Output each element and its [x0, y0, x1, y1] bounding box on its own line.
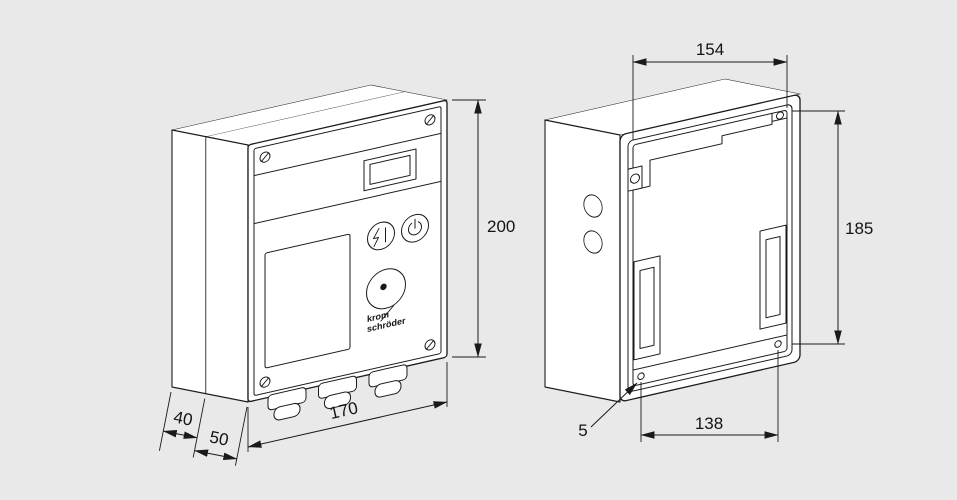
tab-outline — [771, 112, 788, 122]
dimension-line — [247, 401, 448, 448]
bottom-step-line — [632, 334, 788, 371]
cable-gland — [368, 364, 408, 398]
mounting-hole — [630, 173, 640, 184]
screw-slot — [426, 115, 434, 125]
screw-slot — [261, 377, 269, 387]
dim-inner-width: 154 — [696, 40, 724, 59]
rear-view-dimensions: 154 185 138 5 — [578, 40, 873, 442]
dimension-line — [194, 449, 238, 461]
front-panel-inner-border — [253, 106, 442, 396]
brand-swoosh — [380, 304, 395, 322]
dim-inner-height: 185 — [845, 219, 873, 238]
lightning-glyph — [373, 227, 380, 248]
housing-seam-line — [205, 91, 406, 137]
panel-divider-line — [253, 132, 442, 177]
cable-channel — [633, 255, 661, 361]
knob — [366, 268, 406, 310]
screw-slot — [426, 340, 434, 350]
back-plate-steps — [632, 112, 773, 191]
inner-wall-outline — [627, 104, 793, 392]
power-arc — [408, 221, 422, 236]
display-bezel — [363, 148, 417, 192]
channel-outline — [633, 255, 661, 361]
screw-slot — [261, 152, 269, 162]
dim-hole-spacing: 138 — [695, 414, 723, 433]
side-face — [544, 119, 621, 403]
cable-knockout — [583, 230, 603, 254]
front-view-dimensions: 200 170 40 50 — [158, 99, 515, 466]
dim-height: 200 — [487, 217, 515, 236]
channel-groove — [765, 236, 781, 319]
tab-outline — [627, 165, 643, 192]
extension-line — [158, 391, 172, 451]
housing-rim — [619, 94, 801, 402]
mounting-tab — [627, 165, 643, 192]
corner-screws — [259, 114, 436, 388]
knob-center-dot — [380, 283, 387, 291]
cable-knockout — [583, 194, 603, 218]
leader-line — [590, 382, 638, 428]
housing-interior — [619, 94, 801, 402]
mounting-hole-bottom-left — [637, 372, 645, 381]
cable-channel — [759, 224, 787, 330]
front-view: krom schröder — [171, 84, 448, 421]
channel-groove — [639, 266, 655, 349]
inner-wall-outline-2 — [632, 110, 788, 386]
reset-icon — [373, 227, 386, 248]
mounting-hole — [776, 111, 784, 120]
mounting-hole-bottom-right — [774, 340, 782, 348]
panel-divider-line — [253, 180, 442, 225]
side-face-surface — [171, 129, 249, 403]
gland-body — [374, 380, 402, 398]
front-panel-face — [247, 99, 448, 403]
dimension-line — [162, 430, 198, 439]
power-icon — [408, 218, 422, 236]
rear-view — [544, 78, 801, 403]
viewing-window — [264, 233, 351, 369]
extension-line — [234, 406, 248, 466]
dim-depth-back: 40 — [172, 407, 194, 429]
dim-hole-offset: 5 — [578, 421, 587, 440]
extension-line — [192, 398, 206, 458]
mounting-tab — [771, 111, 788, 122]
channel-outline — [759, 224, 787, 330]
front-panel: krom schröder — [247, 99, 448, 421]
dim-depth-front: 50 — [208, 427, 230, 449]
display-screen — [369, 154, 411, 185]
side-face-surface — [544, 119, 621, 403]
side-face — [171, 129, 249, 403]
reset-button — [367, 221, 395, 251]
